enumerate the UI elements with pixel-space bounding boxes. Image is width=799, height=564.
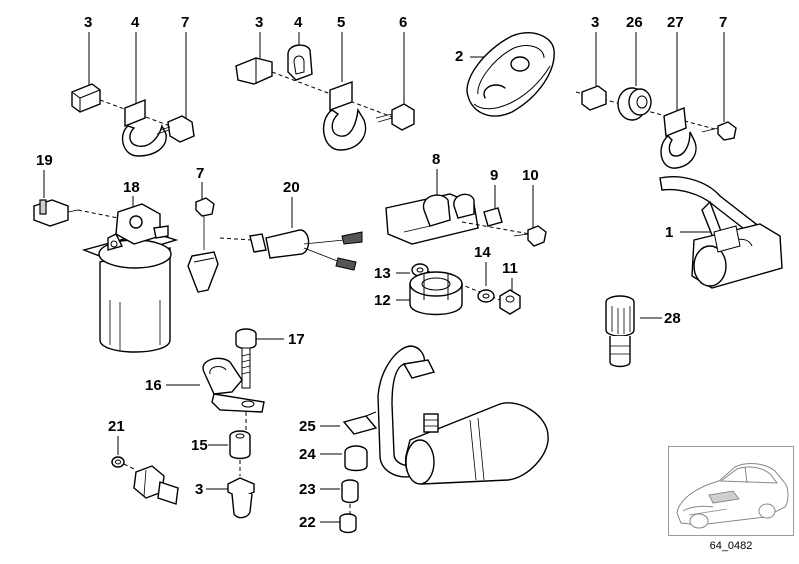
callout-10[interactable]: 10: [522, 167, 539, 184]
callout-5[interactable]: 5: [337, 14, 345, 31]
grommet-part-3: [581, 85, 607, 111]
callout-12[interactable]: 12: [374, 292, 391, 309]
part-group-21: 21: [108, 418, 179, 505]
callout-22[interactable]: 22: [299, 514, 316, 531]
screw-part-7: [187, 197, 219, 293]
diagram-code-label: 64_0482: [709, 540, 753, 552]
clamp-part-16: [202, 357, 265, 413]
vehicle-thumbnail: [668, 446, 794, 536]
clip-part-4: [287, 44, 313, 81]
part-group-3-4-5-6: 3 4 5 6: [235, 14, 415, 151]
bushing-part-12: [409, 271, 463, 316]
callout-3[interactable]: 3: [591, 14, 599, 31]
callout-16[interactable]: 16: [145, 377, 162, 394]
grommet-part-3: [227, 477, 255, 519]
screw-part-6: [375, 103, 415, 131]
part-group-3-26-27-7: 3 26 27 7: [575, 14, 737, 169]
callout-28[interactable]: 28: [664, 310, 681, 327]
service-valve-part-28: [605, 295, 635, 368]
spacer-part-15: [229, 430, 251, 460]
receiver-drier-part-18: [81, 203, 179, 353]
callout-7[interactable]: 7: [181, 14, 189, 31]
screw-part-22: [339, 513, 357, 534]
callout-3[interactable]: 3: [84, 14, 92, 31]
callout-27[interactable]: 27: [667, 14, 684, 31]
callout-17[interactable]: 17: [288, 331, 305, 348]
screw-part-7: [701, 121, 737, 141]
car-outline-icon: [676, 463, 789, 529]
pipe-fitting: [133, 465, 179, 505]
callout-21[interactable]: 21: [108, 418, 125, 435]
callout-13[interactable]: 13: [374, 265, 391, 282]
receiver-drier-with-pipe: [377, 345, 549, 485]
clamp-part-5: [322, 81, 367, 151]
temperature-sensor-part-20: [249, 229, 363, 271]
callout-26[interactable]: 26: [626, 14, 643, 31]
callout-4[interactable]: 4: [131, 14, 140, 31]
grommet-part-3: [71, 83, 101, 113]
part-group-20: 20: [219, 179, 363, 271]
callout-4[interactable]: 4: [294, 14, 303, 31]
part-group-8-9-10: 8 9 10: [385, 151, 547, 247]
callout-11[interactable]: 11: [502, 260, 518, 277]
callout-6[interactable]: 6: [399, 14, 407, 31]
bracket-part-8: [385, 193, 531, 245]
part-group-22-25: 25 24 23 22: [299, 345, 549, 534]
callout-15[interactable]: 15: [191, 437, 208, 454]
callout-19[interactable]: 19: [36, 152, 53, 169]
grommet-part-2: [466, 32, 555, 117]
grommet-part-3: [235, 57, 273, 85]
callout-3[interactable]: 3: [195, 481, 203, 498]
callout-2[interactable]: 2: [455, 48, 463, 65]
callout-3[interactable]: 3: [255, 14, 263, 31]
part-group-3-4-7-left: 3 4 7: [71, 14, 195, 157]
spacer-part-23: [341, 479, 359, 504]
part-group-3-15: 15 3: [191, 430, 255, 519]
screw-part-7: [156, 115, 195, 143]
callout-7[interactable]: 7: [196, 165, 204, 182]
clip-part-25: [342, 411, 378, 435]
part-group-11-12-13-14: 13 14 11 12: [374, 244, 521, 316]
nut-part-11: [499, 289, 521, 315]
expansion-valve-part-1: [659, 176, 783, 289]
callout-18[interactable]: 18: [123, 179, 140, 196]
part-group-28: 28: [605, 295, 681, 368]
part-group-2: 2: [455, 32, 555, 117]
callout-7[interactable]: 7: [719, 14, 727, 31]
part-group-receiver-drier: 19 18 7: [33, 152, 219, 353]
callout-14[interactable]: 14: [474, 244, 491, 261]
seal-ring-part-21: [111, 456, 125, 468]
grommet-part-26: [617, 87, 652, 121]
nut-part-9: [483, 207, 503, 227]
callout-1[interactable]: 1: [665, 224, 673, 241]
screw-part-17: [235, 328, 257, 389]
part-group-1: 1: [659, 176, 783, 289]
washer-part-14: [477, 289, 495, 303]
callout-20[interactable]: 20: [283, 179, 300, 196]
callout-23[interactable]: 23: [299, 481, 316, 498]
bolt-part-10: [513, 225, 547, 247]
callout-8[interactable]: 8: [432, 151, 440, 168]
part-group-16-17: 17 16: [145, 328, 305, 432]
callout-25[interactable]: 25: [299, 418, 316, 435]
callout-24[interactable]: 24: [299, 446, 316, 463]
bushing-part-24: [344, 445, 368, 472]
callout-9[interactable]: 9: [490, 167, 498, 184]
pressure-switch-part-19: [33, 199, 79, 227]
clamp-part-4: [121, 98, 167, 157]
clamp-part-27: [660, 107, 697, 169]
